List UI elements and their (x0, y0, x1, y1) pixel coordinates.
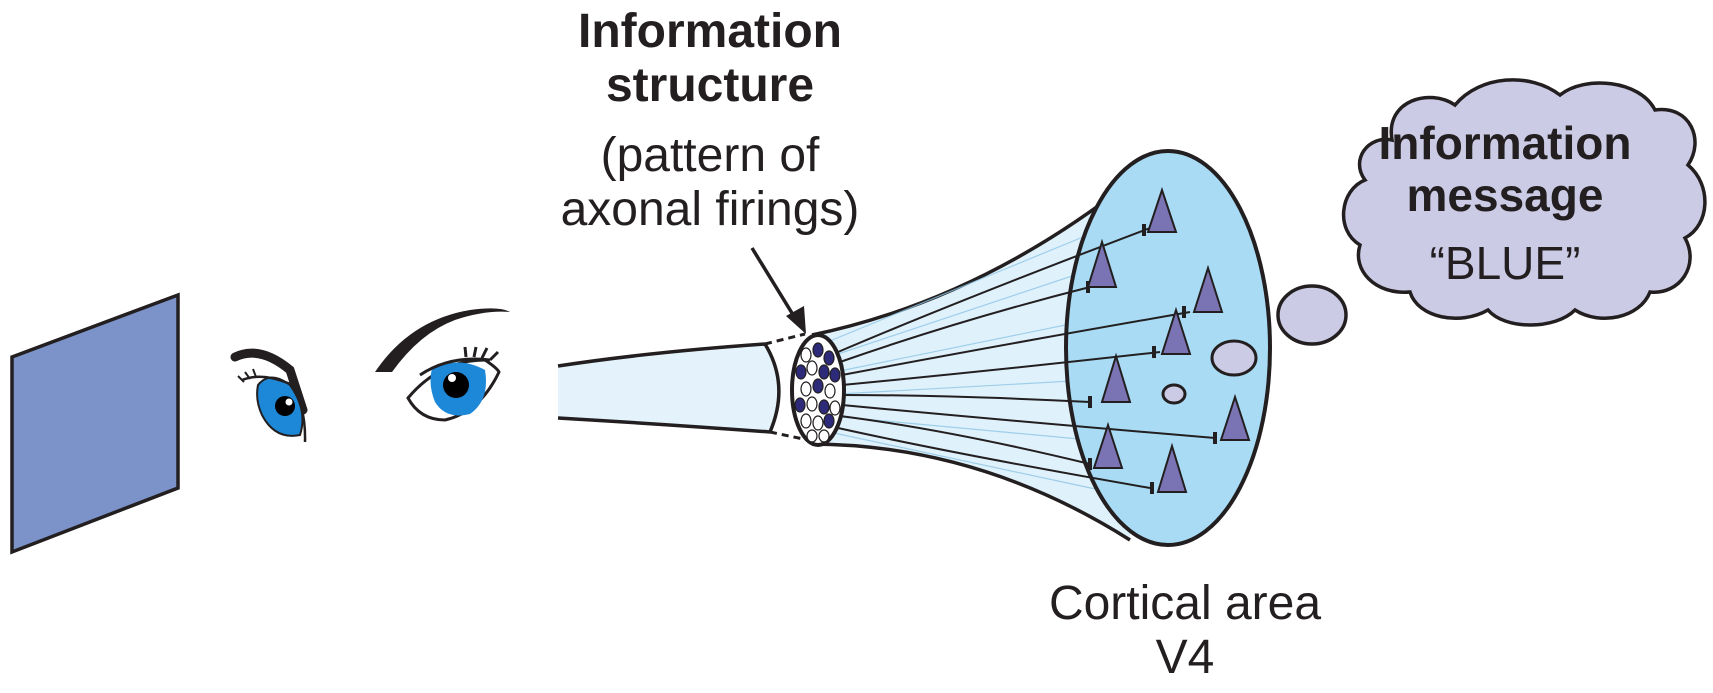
cortex-oval (1210, 339, 1258, 377)
axon-bundle (790, 333, 846, 447)
pyramidal-neuron-icon (1086, 186, 1251, 493)
message-title-line-1: Information (1378, 117, 1632, 169)
cortex-label-line-2: V4 (1155, 631, 1215, 684)
structure-title-line-1: Information (578, 5, 842, 58)
structure-subtitle-line-2: axonal firings) (560, 183, 860, 236)
structure-title-line-2: structure (605, 59, 815, 112)
optic-nerve (557, 332, 809, 442)
pointer-arrow (750, 247, 806, 334)
cortex-label-line-1: Cortical area (1048, 577, 1322, 630)
information-structure-subtitle: (pattern of axonal firings) (500, 132, 920, 234)
eye-icon (375, 308, 510, 422)
message-title-line-2: message (1406, 169, 1604, 221)
axon-lines (837, 227, 1216, 489)
blue-square-icon (10, 292, 180, 555)
thought-bubble (1276, 284, 1348, 346)
eye-icon (230, 348, 308, 443)
thought-cloud-icon (1342, 78, 1707, 327)
cortex-oval (1161, 383, 1187, 405)
information-message-title: Information message (1325, 120, 1685, 218)
structure-subtitle-line-1: (pattern of (600, 129, 820, 182)
cortex-funnel (811, 180, 1132, 542)
information-message-word: “BLUE” (1429, 237, 1581, 289)
information-structure-title: Information structure (500, 8, 920, 110)
cortical-area-label: Cortical area V4 (985, 580, 1385, 682)
synapse-terminals (1086, 224, 1217, 494)
